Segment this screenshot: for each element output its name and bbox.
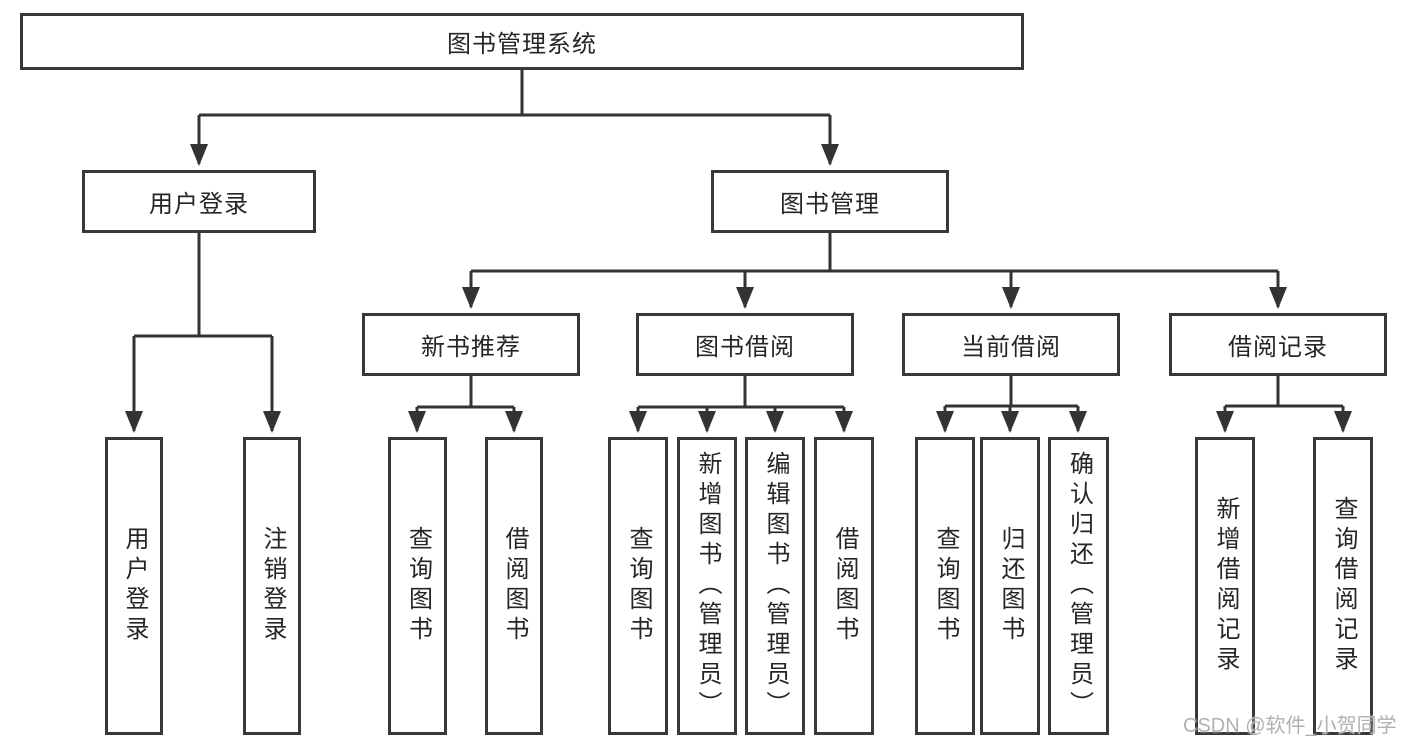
connector-borrow-records-children — [1216, 376, 1352, 433]
node-label: 借阅记录 — [1228, 334, 1328, 361]
leaf-query-books-1: 查询图书 — [388, 437, 447, 735]
node-label: 图书管理系统 — [447, 31, 597, 58]
node-label: 查询图书 — [932, 526, 959, 646]
node-new-book-recommendation: 新书推荐 — [362, 313, 580, 376]
node-label: 查询图书 — [625, 526, 652, 646]
node-current-borrowing: 当前借阅 — [902, 313, 1120, 376]
node-label: 确认归还（管理员） — [1065, 451, 1093, 721]
node-label: 编辑图书（管理员） — [762, 451, 789, 721]
leaf-query-borrow-record: 查询借阅记录 — [1313, 437, 1373, 735]
node-book-management: 图书管理 — [711, 170, 949, 233]
connector-user-login-children — [125, 233, 281, 433]
leaf-confirm-return-admin: 确认归还（管理员） — [1048, 437, 1109, 735]
csdn-watermark: CSDN @软件_小贺同学 — [1183, 715, 1397, 737]
leaf-logout: 注销登录 — [243, 437, 301, 735]
leaf-user-login: 用户登录 — [105, 437, 163, 735]
node-label: 图书借阅 — [695, 334, 795, 361]
node-user-login: 用户登录 — [82, 170, 316, 233]
leaf-borrow-books-2: 借阅图书 — [814, 437, 874, 735]
node-label: 查询借阅记录 — [1330, 496, 1357, 676]
connector-book-management-children — [462, 233, 1287, 309]
node-label: 借阅图书 — [831, 526, 858, 646]
node-borrowing-records: 借阅记录 — [1169, 313, 1387, 376]
leaf-query-books-2: 查询图书 — [608, 437, 668, 735]
node-label: 借阅图书 — [501, 526, 528, 646]
leaf-query-books-3: 查询图书 — [915, 437, 975, 735]
node-label: 图书管理 — [780, 191, 880, 218]
node-label: 用户登录 — [121, 526, 148, 646]
connector-new-book-children — [408, 376, 523, 433]
node-library-management-system: 图书管理系统 — [20, 13, 1024, 70]
connector-current-borrow-children — [936, 376, 1087, 433]
leaf-edit-books-admin: 编辑图书（管理员） — [745, 437, 805, 735]
node-label: 用户登录 — [149, 191, 249, 218]
node-label: 查询图书 — [404, 526, 432, 646]
connector-book-borrow-children — [629, 376, 853, 433]
leaf-add-books-admin: 新增图书（管理员） — [677, 437, 737, 735]
leaf-borrow-books-1: 借阅图书 — [485, 437, 543, 735]
node-label: 归还图书 — [997, 526, 1024, 646]
node-label: 新增图书（管理员） — [694, 451, 721, 721]
node-book-borrowing: 图书借阅 — [636, 313, 854, 376]
node-label: 新书推荐 — [421, 334, 521, 361]
leaf-add-borrow-record: 新增借阅记录 — [1195, 437, 1255, 735]
node-label: 当前借阅 — [961, 334, 1061, 361]
connector-root-to-level2 — [190, 70, 839, 166]
node-label: 新增借阅记录 — [1212, 496, 1239, 676]
leaf-return-books: 归还图书 — [980, 437, 1040, 735]
node-label: 注销登录 — [259, 526, 286, 646]
